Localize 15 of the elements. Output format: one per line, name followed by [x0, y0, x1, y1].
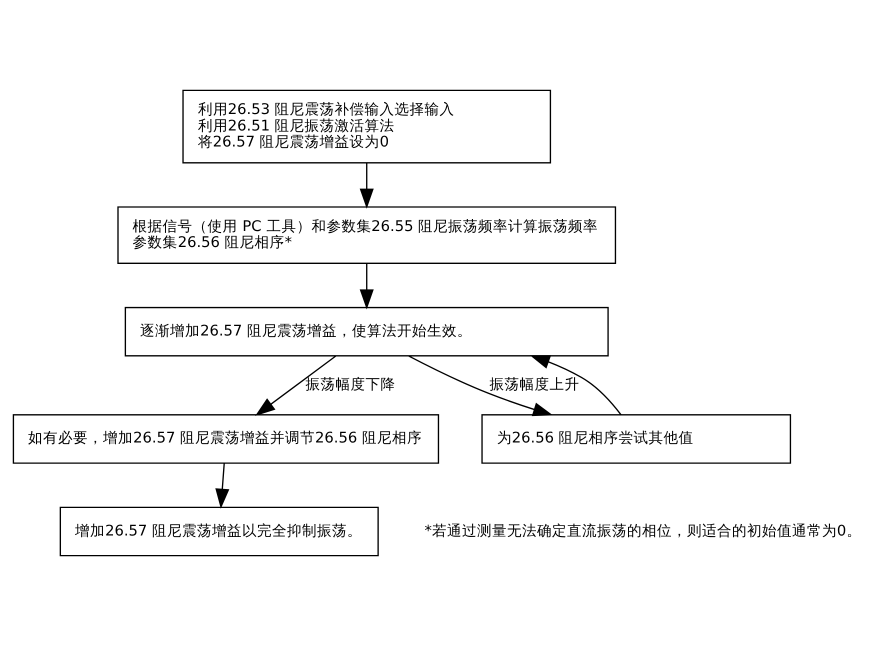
label: *若通过测量无法确定直流振荡的相位，则适合的初始值通常为0。: [424, 522, 862, 540]
edge-label: 振荡幅度下降: [306, 376, 396, 394]
node-box: 为26.56 阻尼相序尝试其他值: [481, 414, 792, 464]
arrow: [215, 463, 230, 509]
arrow: [408, 355, 554, 416]
node-box: 增加26.57 阻尼震荡增益以完全抑制振荡。: [60, 506, 379, 556]
arrow: [530, 355, 622, 416]
edge-label: 振荡幅度上升: [489, 376, 580, 394]
node-box: 逐渐增加26.57 阻尼震荡增益，使算法开始生效。: [124, 306, 609, 357]
arrow: [360, 264, 374, 310]
arrow: [255, 355, 336, 416]
node-box: 利用26.53 阻尼震荡补偿输入选择输入 利用26.51 阻尼振荡激活算法 将26.57 阻尼震荡增益设为0: [182, 90, 552, 164]
arrow: [360, 163, 374, 209]
node-box: 如有必要，增加26.57 阻尼震荡增益并调节26.56 阻尼相序: [12, 414, 440, 464]
node-box: 根据信号（使用 PC 工具）和参数集26.55 阻尼振荡频率计算振荡频率 参数集26.56 阻尼相序*: [117, 206, 616, 264]
